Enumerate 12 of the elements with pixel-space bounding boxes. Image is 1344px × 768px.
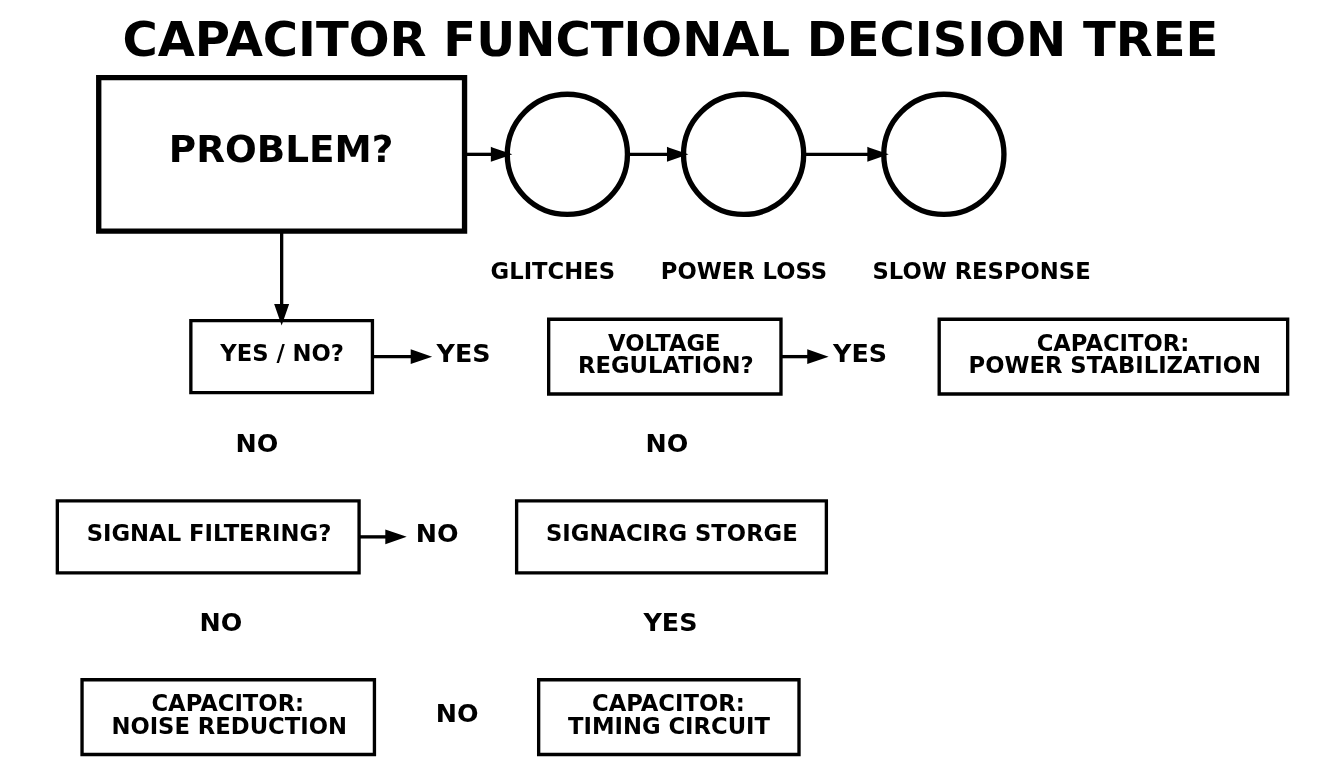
label: NO xyxy=(435,698,479,729)
node-label: SLOW RESPONSE xyxy=(871,258,1091,285)
label: NO xyxy=(199,607,242,638)
node-text: YES xyxy=(436,337,490,368)
node-label: GLITCHES xyxy=(490,258,615,285)
node-text: YES xyxy=(832,337,887,368)
label: NO xyxy=(644,428,688,459)
node-text: NO xyxy=(415,517,459,548)
node-label: POWER LOSS xyxy=(660,258,827,285)
label: YES xyxy=(642,607,697,638)
label: NO xyxy=(235,428,278,459)
diagram-title: CAPACITOR FUNCTIONAL DECISION TREE xyxy=(121,10,1218,67)
